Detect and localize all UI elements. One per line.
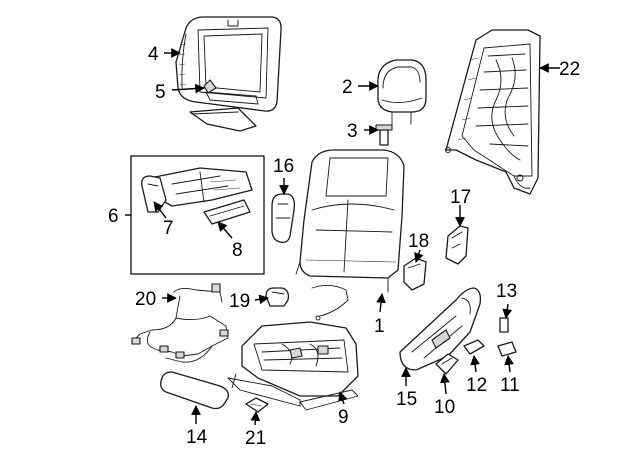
callout-21: 21 [245, 428, 266, 449]
part-2-headrest [377, 59, 427, 125]
callout-6: 6 [108, 206, 119, 227]
part-1-seatback-cover [295, 149, 405, 321]
callout-14: 14 [186, 427, 208, 448]
callout-13: 13 [496, 281, 517, 302]
callout-8: 8 [232, 240, 243, 261]
part-19-motor [265, 287, 290, 307]
part-11-knob [497, 341, 517, 357]
callout-9: 9 [338, 407, 349, 428]
part-21-clip [245, 397, 269, 413]
part-4-seatback-panel [175, 16, 282, 132]
part-15-side-shield [399, 287, 482, 371]
part-22-seatback-frame [445, 29, 541, 195]
callout-3: 3 [347, 121, 358, 142]
part-16-lumbar-pad [271, 193, 296, 244]
callout-5: 5 [155, 82, 166, 103]
part-9-seat-frame [227, 321, 359, 411]
callout-18: 18 [408, 231, 429, 252]
callout-11: 11 [500, 375, 520, 396]
callout-22: 22 [559, 59, 580, 80]
callout-labels: 4 5 2 3 22 6 7 8 16 1 17 18 20 19 9 14 2… [108, 44, 580, 449]
callout-19: 19 [229, 291, 250, 312]
callout-15: 15 [396, 389, 417, 410]
part-14-trim-strip [160, 371, 229, 410]
part-12-knob [463, 339, 485, 355]
part-8-side-pad [203, 199, 251, 225]
part-6-cushion-pad [149, 167, 253, 207]
part-3-headrest-guide [375, 124, 393, 146]
part-18-bracket [403, 257, 427, 291]
callout-17: 17 [450, 187, 471, 208]
part-5-clip [203, 79, 217, 94]
callout-20: 20 [135, 289, 156, 310]
part-13-switch-knob [499, 317, 509, 333]
part-17-bracket [445, 225, 469, 265]
callout-2: 2 [342, 77, 353, 98]
leader-lines [125, 48, 560, 426]
callout-12: 12 [466, 375, 487, 396]
callout-1: 1 [374, 316, 385, 337]
callout-10: 10 [434, 397, 455, 418]
callout-4: 4 [148, 44, 159, 65]
part-10-switch [435, 353, 459, 375]
callout-7: 7 [163, 218, 174, 239]
callout-16: 16 [273, 156, 294, 177]
part-20-wiring-harness [131, 283, 229, 363]
